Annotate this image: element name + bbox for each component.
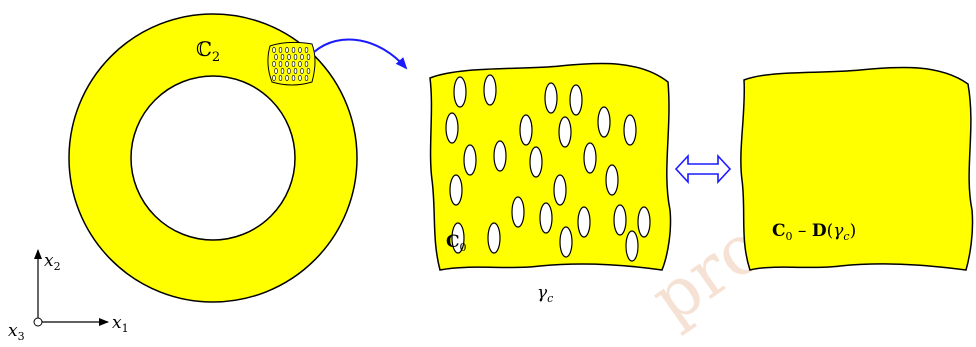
axis-x1-label: x1	[112, 313, 129, 335]
pore-inclusion	[511, 196, 525, 228]
mini-pore	[285, 47, 289, 53]
homogenized-rve	[740, 66, 974, 271]
mini-pore	[293, 54, 298, 60]
mini-pore	[280, 68, 285, 74]
pore-inclusion	[493, 140, 507, 172]
mini-pore	[291, 47, 296, 53]
mini-pore	[300, 54, 304, 60]
mini-pore	[298, 75, 302, 81]
homogenized-tensor-label: C0 – D(γc)	[772, 221, 856, 243]
mini-pore	[285, 61, 289, 67]
pore-inclusion	[519, 114, 533, 146]
pore-inclusion	[529, 146, 543, 178]
annulus-ring	[68, 13, 358, 303]
axis-x2-label: x2	[44, 251, 61, 273]
mini-pore	[287, 68, 291, 74]
coordinate-axes	[33, 249, 109, 327]
mini-pore	[306, 54, 311, 60]
pore-inclusion	[487, 222, 501, 254]
pore-inclusion	[637, 206, 651, 238]
mini-pore	[272, 47, 276, 53]
mini-pore	[287, 54, 291, 60]
pore-inclusion	[544, 82, 558, 114]
mini-pore	[278, 61, 283, 67]
axis-x3-label: x3	[8, 321, 25, 343]
mini-pore	[285, 75, 289, 81]
pore-inclusion	[577, 206, 591, 238]
matrix-tensor-label: C0	[446, 232, 467, 254]
mini-pore	[304, 47, 309, 53]
pore-inclusion	[451, 222, 465, 254]
pore-inclusion	[625, 230, 639, 262]
pore-inclusion	[483, 74, 497, 106]
pore-inclusion	[553, 174, 567, 206]
mini-pore	[291, 61, 296, 67]
pore-inclusion	[463, 144, 477, 176]
mini-pore	[278, 47, 283, 53]
mini-pore	[274, 68, 278, 74]
mini-pore	[272, 75, 276, 81]
heterogeneous-rve	[429, 62, 672, 271]
inclusion-fraction-label: γc	[537, 283, 553, 305]
pore-inclusion	[613, 204, 627, 236]
mini-pore	[304, 61, 309, 67]
ring-tensor-label: ℂ2	[196, 37, 220, 65]
mini-pore	[306, 68, 311, 74]
mini-pore	[298, 61, 302, 67]
mini-pore	[293, 68, 298, 74]
pore-inclusion	[569, 84, 583, 116]
pore-inclusion	[597, 106, 611, 138]
mini-pore	[278, 75, 283, 81]
mini-pore	[298, 47, 302, 53]
pore-inclusion	[449, 174, 463, 206]
equivalence-arrow	[674, 153, 732, 185]
mini-pore	[300, 68, 304, 74]
pore-inclusion	[623, 114, 637, 146]
mini-pore	[291, 75, 296, 81]
mini-pore	[274, 54, 278, 60]
pore-inclusion	[559, 226, 573, 258]
pore-inclusion	[558, 116, 572, 148]
pore-inclusion	[583, 142, 597, 174]
mini-pore	[272, 61, 276, 67]
pore-inclusion	[539, 202, 553, 234]
pore-inclusion	[453, 76, 467, 108]
pore-inclusion	[445, 112, 459, 144]
mini-pore	[304, 75, 309, 81]
pore-inclusion	[605, 164, 619, 196]
zoom-arrow	[313, 38, 408, 70]
mini-pore	[280, 54, 285, 60]
rve-patch	[267, 41, 316, 86]
x3-origin-icon	[33, 317, 43, 327]
